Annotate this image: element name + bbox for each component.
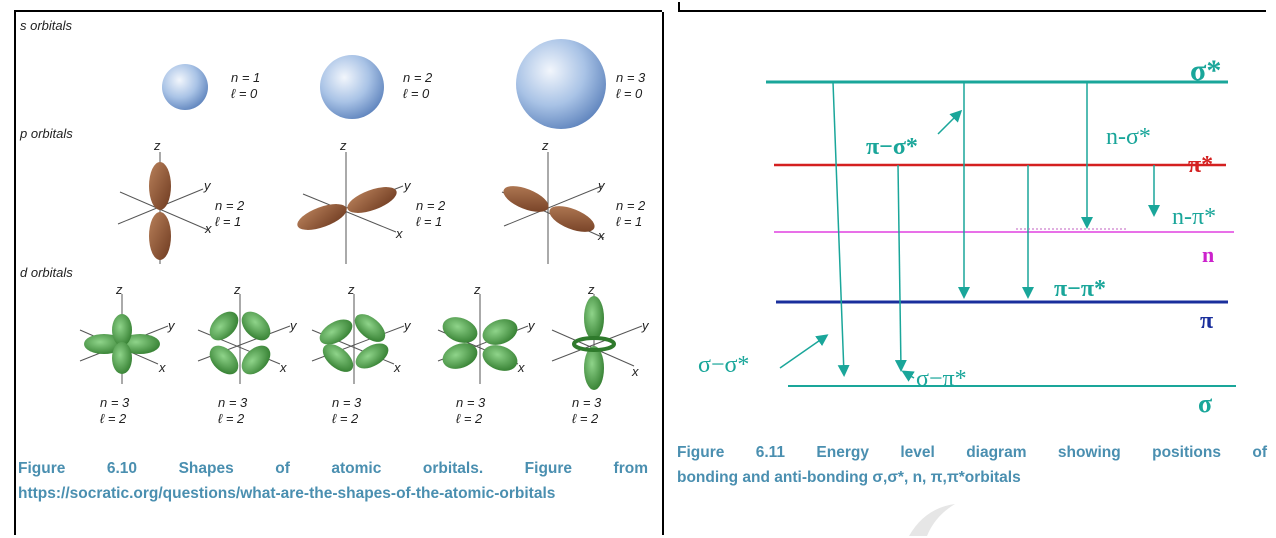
d2-y-axis: y [289,318,298,333]
p2-z-axis: z [339,138,347,153]
p-orbital-x [501,152,605,264]
label-n-sigma-star: n-σ* [1106,124,1151,150]
level-label-pi-star: π* [1188,152,1213,178]
d3-x-axis: x [393,360,401,375]
p2-x-axis: x [395,226,403,241]
p3-y-axis: y [597,178,606,193]
p1-y-axis: y [203,178,212,193]
orbital-shapes-figure: s orbitals p orbitals d orbitals n = 1 ℓ… [19,18,650,426]
d-orbital-4 [437,294,529,384]
d-orbital-5 [551,294,643,390]
d4-l-label: ℓ = 2 [456,411,483,426]
level-label-sigma: σ [1198,389,1212,418]
d1-x-axis: x [158,360,166,375]
p3-n-label: n = 2 [616,198,646,213]
p2-n-label: n = 2 [416,198,446,213]
d5-l-label: ℓ = 2 [572,411,599,426]
label-pi-sigma-star: π−σ* [866,134,918,160]
label-sigma-pi-star: σ−π* [916,366,967,392]
d4-z-axis: z [473,282,481,297]
pointer-sigma-sigma-star [779,334,829,369]
d3-y-axis: y [403,318,412,333]
figure-6-11-caption-line2: bonding and anti-bonding σ,σ*, n, π,π*or… [677,469,1021,486]
s-orbital-2 [320,55,384,119]
level-label-n: n [1202,242,1214,267]
s2-l-label: ℓ = 0 [403,86,430,101]
s3-l-label: ℓ = 0 [616,86,643,101]
d1-n-label: n = 3 [100,395,130,410]
d-orbital-3 [311,294,405,384]
d4-y-axis: y [527,318,536,333]
label-sigma-sigma-star: σ−σ* [698,352,749,378]
d2-n-label: n = 3 [218,395,248,410]
row-label-s: s orbitals [20,18,73,33]
label-n-pi-star: n-π* [1172,204,1216,230]
figure-6-10-caption-line1: Figure 6.10 Shapes of atomic orbitals. F… [18,460,648,477]
d4-n-label: n = 3 [456,395,486,410]
column-divider [662,10,664,535]
s-orbital-1 [162,64,208,110]
d2-x-axis: x [279,360,287,375]
row-label-d: d orbitals [20,265,73,280]
p1-l-label: ℓ = 1 [215,214,241,229]
d1-l-label: ℓ = 2 [100,411,127,426]
p2-y-axis: y [403,178,412,193]
d3-z-axis: z [347,282,355,297]
level-label-pi: π [1200,308,1213,334]
energy-level-diagram: σ* π* n π σ π−σ* n-σ* n-π* π−π* σ−σ* σ−π… [698,54,1236,418]
d5-x-axis: x [631,364,639,379]
watermark-icon [909,504,955,536]
d5-n-label: n = 3 [572,395,602,410]
p1-n-label: n = 2 [215,198,245,213]
p3-x-axis: x [597,228,605,243]
p-orbital-z [117,152,209,264]
frame-top-border [14,10,1266,12]
d2-z-axis: z [233,282,241,297]
level-label-sigma-star: σ* [1190,54,1221,87]
pointer-pi-sigma-star [937,109,963,135]
row-label-p: p orbitals [19,126,73,141]
pointer-sigma-pi-star [901,370,915,382]
s-orbital-3 [516,39,606,129]
d1-y-axis: y [167,318,176,333]
arrow-sigma-pi-star [894,164,907,372]
s1-n-label: n = 1 [231,70,260,85]
label-pi-pi-star: π−π* [1054,276,1106,302]
figure-6-10-caption-url[interactable]: https://socratic.org/questions/what-are-… [18,485,556,502]
arrow-sigma-sigma-star [832,81,850,377]
d1-z-axis: z [115,282,123,297]
figure-6-10-caption: Figure 6.10 Shapes of atomic orbitals. F… [18,456,648,506]
p1-x-axis: x [204,221,212,236]
p2-l-label: ℓ = 1 [416,214,442,229]
p1-z-axis: z [153,138,161,153]
s1-l-label: ℓ = 0 [231,86,258,101]
d3-n-label: n = 3 [332,395,362,410]
frame-left-border [14,10,16,535]
figure-6-11-caption: Figure 6.11 Energy level diagram showing… [677,440,1267,490]
d3-l-label: ℓ = 2 [332,411,359,426]
s3-n-label: n = 3 [616,70,646,85]
p3-z-axis: z [541,138,549,153]
d-orbital-1 [79,294,169,384]
d2-l-label: ℓ = 2 [218,411,245,426]
d5-z-axis: z [587,282,595,297]
figure-6-11-caption-line1: Figure 6.11 Energy level diagram showing… [677,444,1267,461]
p3-l-label: ℓ = 1 [616,214,642,229]
d4-x-axis: x [517,360,525,375]
d5-y-axis: y [641,318,650,333]
d-orbital-2 [197,294,291,384]
column-divider-tick [662,2,680,12]
s2-n-label: n = 2 [403,70,433,85]
p-orbital-y [297,152,404,264]
